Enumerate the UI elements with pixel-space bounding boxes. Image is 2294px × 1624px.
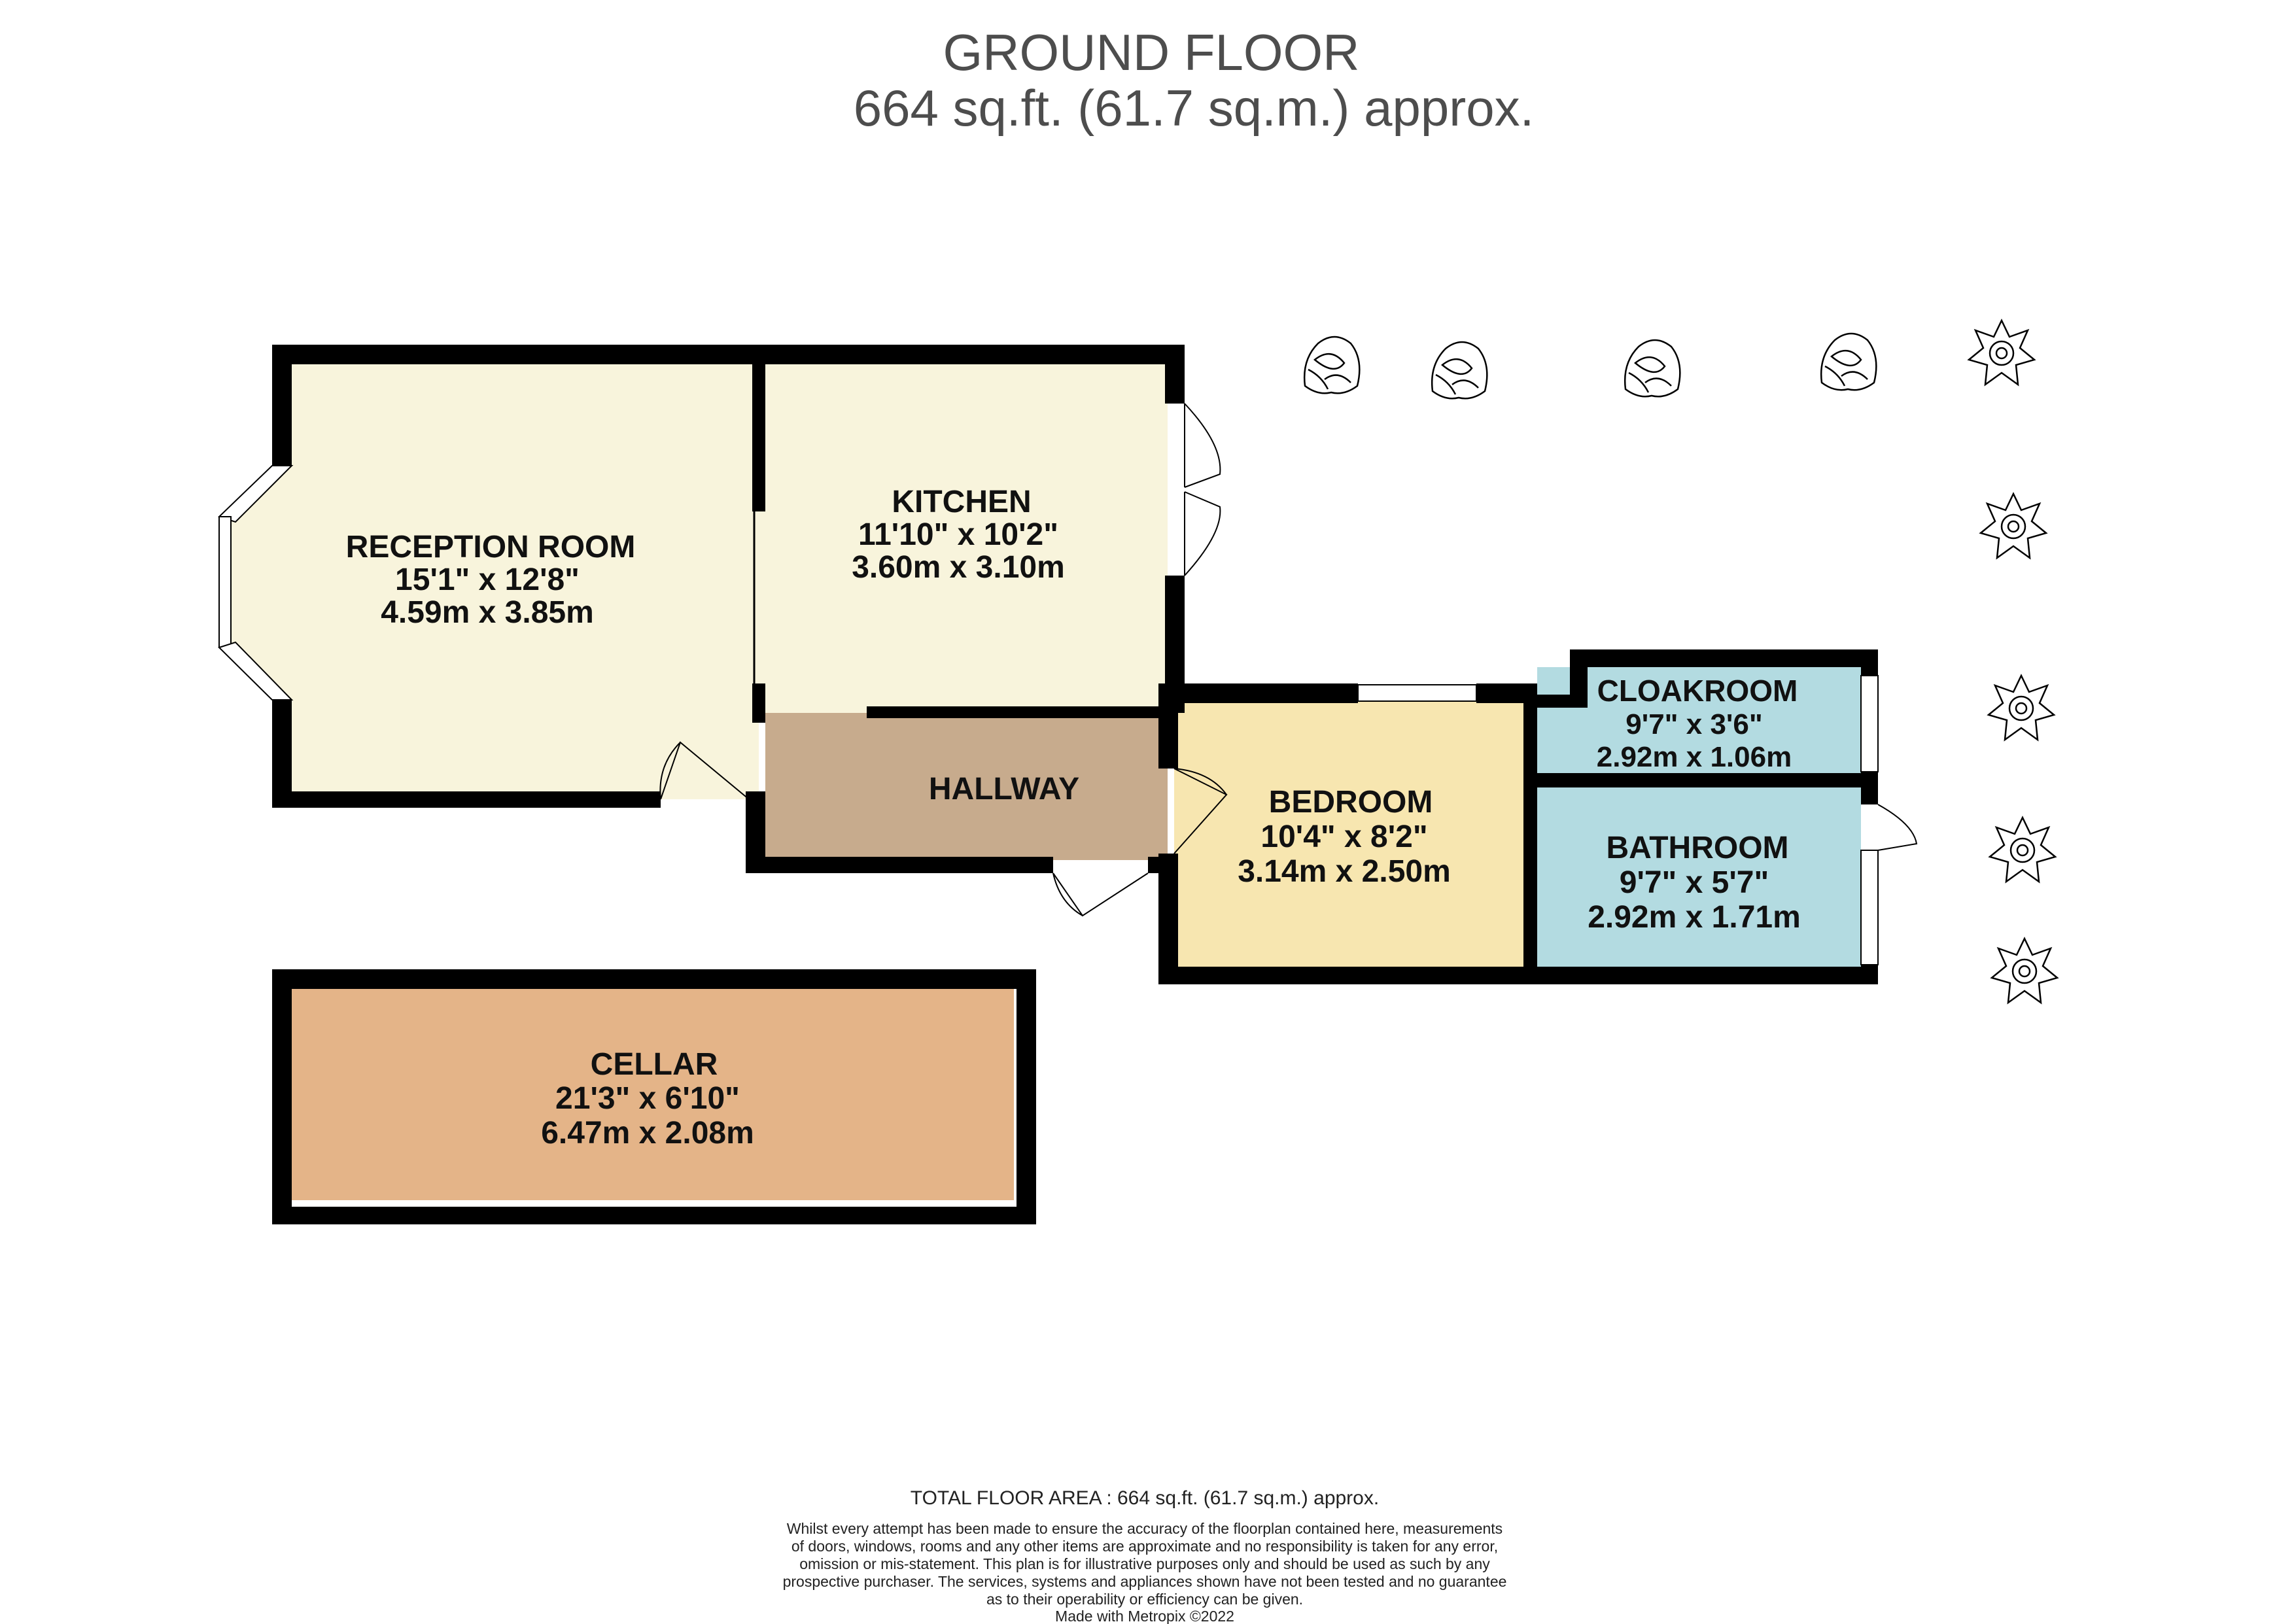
floor-area-subtitle: 664 sq.ft. (61.7 sq.m.) approx. [854, 79, 1535, 137]
bedroom-door[interactable] [1173, 768, 1228, 854]
bedroom-imperial: 10'4" x 8'2" [1260, 820, 1427, 854]
bathroom-metric: 2.92m x 1.71m [1588, 900, 1801, 935]
cloakroom-floor [1537, 667, 1861, 775]
disclaimer-line: prospective purchaser. The services, sys… [783, 1573, 1507, 1590]
kitchen-imperial: 11'10" x 10'2" [858, 517, 1058, 552]
kitchen-label: KITCHEN [892, 485, 1031, 519]
flower-icon [1987, 674, 2056, 742]
cloakroom-label: CLOAKROOM [1597, 674, 1798, 708]
bathroom-door[interactable] [1877, 804, 1918, 851]
bathroom-label: BATHROOM [1606, 831, 1788, 865]
bedroom-metric: 3.14m x 2.50m [1238, 854, 1451, 889]
bathroom-window [1860, 850, 1879, 965]
cellar-metric: 6.47m x 2.08m [541, 1116, 754, 1150]
bay-window-front [218, 516, 232, 648]
flower-icon [1967, 319, 2036, 387]
reception-room-floor [229, 363, 759, 799]
shrub-icon [1624, 339, 1681, 398]
kitchen-floor [759, 363, 1168, 713]
bathroom-floor [1537, 785, 1861, 968]
flower-icon [1990, 937, 2059, 1005]
reception-room-imperial: 15'1" x 12'8" [395, 562, 580, 597]
bay-window-bottom [218, 641, 294, 700]
cellar-floor [291, 988, 1014, 1200]
total-floor-area: TOTAL FLOOR AREA : 664 sq.ft. (61.7 sq.m… [911, 1487, 1379, 1509]
shrub-icon [1304, 336, 1361, 394]
cellar-label: CELLAR [591, 1047, 718, 1082]
cloakroom-imperial: 9'7" x 3'6" [1625, 708, 1762, 740]
bay-window-top [218, 465, 294, 523]
disclaimer-line: of doors, windows, rooms and any other i… [791, 1538, 1498, 1555]
hallway-label: HALLWAY [929, 772, 1079, 806]
kitchen-french-door-top[interactable] [1184, 403, 1221, 488]
reception-door[interactable] [659, 741, 750, 800]
bathroom-imperial: 9'7" x 5'7" [1620, 865, 1769, 900]
cloakroom-window [1860, 675, 1879, 772]
hallway-floor [765, 713, 1168, 860]
kitchen-metric: 3.60m x 3.10m [852, 550, 1065, 585]
bedroom-floor [1174, 700, 1527, 968]
kitchen-french-door-bottom[interactable] [1184, 491, 1221, 576]
disclaimer-line: as to their operability or efficiency ca… [986, 1591, 1303, 1608]
reception-room-label: RECEPTION ROOM [346, 530, 636, 564]
front-door[interactable] [1052, 872, 1149, 917]
bedroom-label: BEDROOM [1269, 785, 1433, 820]
bedroom-window [1357, 684, 1477, 702]
shrub-icon [1431, 341, 1488, 400]
shrub-icon [1820, 332, 1877, 391]
disclaimer-line: Whilst every attempt has been made to en… [787, 1520, 1503, 1537]
reception-room-metric: 4.59m x 3.85m [381, 595, 594, 630]
cellar-imperial: 21'3" x 6'10" [555, 1081, 740, 1116]
flower-icon [1988, 816, 2057, 884]
cloakroom-metric: 2.92m x 1.06m [1597, 741, 1792, 773]
metropix-credit: Made with Metropix ©2022 [1055, 1608, 1234, 1624]
floor-title: GROUND FLOOR [943, 24, 1359, 81]
walls [272, 345, 1878, 1224]
disclaimer-line: omission or mis-statement. This plan is … [799, 1555, 1490, 1572]
flower-icon [1979, 492, 2048, 560]
